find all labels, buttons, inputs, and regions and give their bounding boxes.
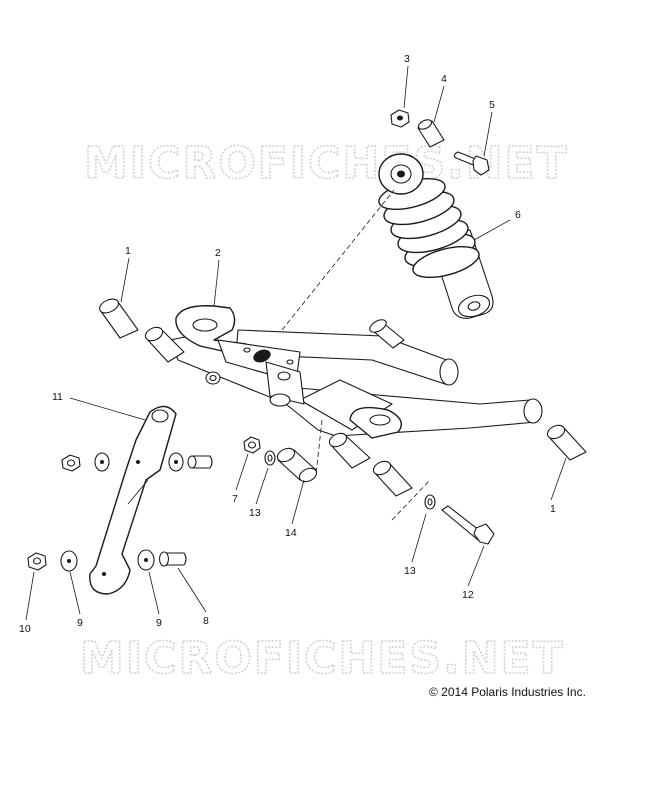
link-washer-upper-left [94,452,110,472]
pivot-bushing-lower [372,460,413,497]
callout-9-right: 9 [156,617,162,629]
lock-nut-7 [243,436,261,454]
lower-control-arm [265,361,543,439]
callout-10: 10 [19,623,31,635]
lower-arm-sleeve [328,432,371,469]
link-washer-lower-left [60,550,78,572]
watermark-bottom: MICROFICHES.NET [80,633,565,684]
callout-2: 2 [215,247,221,259]
link-arm [89,405,177,595]
shock-mount-bolt [453,151,490,176]
upper-control-arm [169,305,459,403]
spacer-14 [276,447,318,483]
pivot-bushing-left [99,298,139,339]
copyright-notice: © 2014 Polaris Industries Inc. [429,685,586,699]
callout-3: 3 [404,53,410,65]
callout-13-left: 13 [249,507,261,519]
pivot-bushing-right [546,424,587,461]
link-bolt-upper [187,455,213,469]
callout-13-right: 13 [404,565,416,577]
callout-14: 14 [285,527,297,539]
callout-6: 6 [515,209,521,221]
leader-lines [25,65,567,621]
shock-mount-nut [390,109,410,128]
link-bolt-lower-8 [158,551,187,567]
link-nut-upper [61,454,81,472]
pivot-bolt-12 [441,505,495,545]
callout-9-left: 9 [77,617,83,629]
sleeve-nut [205,371,221,385]
callout-1-upper: 1 [125,245,131,257]
callout-11: 11 [52,391,63,403]
callout-1-lower: 1 [550,503,556,515]
callout-8: 8 [203,615,209,627]
callout-4: 4 [441,73,447,85]
callout-7: 7 [232,493,238,505]
shock-absorber [378,153,494,319]
link-washer-upper-right [168,452,184,472]
callout-5: 5 [489,99,495,111]
callout-12: 12 [462,589,474,601]
washer-13-right [424,494,436,510]
arm-sleeve-left [144,326,185,363]
link-washer-lower-right [137,549,155,571]
washer-13-left [264,450,276,466]
callout-numbers: 3 4 5 6 1 2 11 7 13 14 1 13 12 10 9 9 8 [19,53,556,635]
watermark-top: MICROFICHES.NET [84,138,569,189]
link-nut-lower-10 [27,552,47,571]
shock-bushing [417,119,445,148]
